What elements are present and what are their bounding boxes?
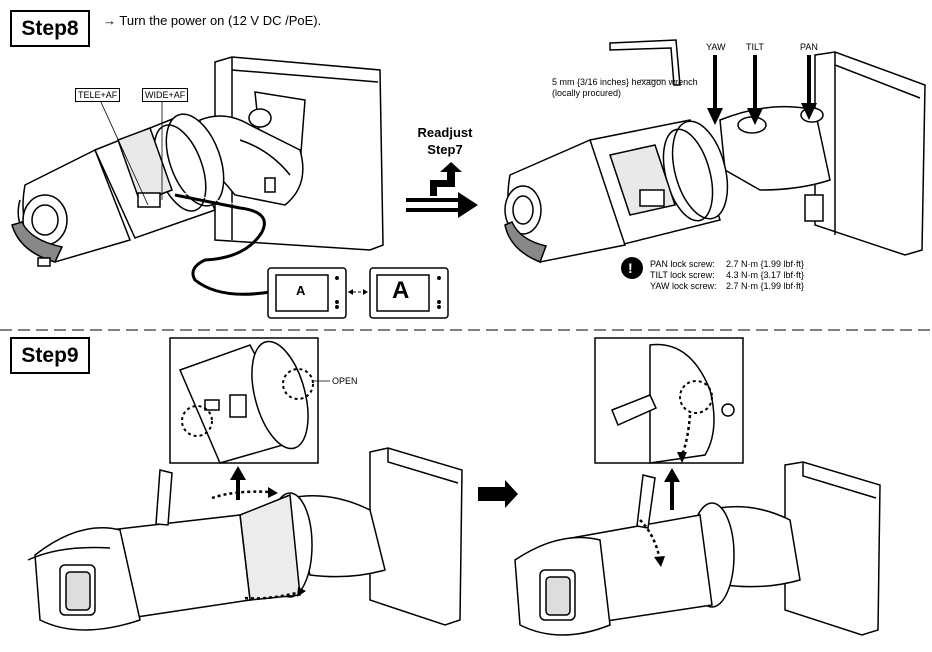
wide-af-label: WIDE+AF (142, 88, 189, 102)
tilt-label: TILT (746, 42, 764, 52)
torque-name: YAW lock screw: (650, 281, 717, 291)
yaw-label: YAW (706, 42, 726, 52)
left-camera-body (11, 113, 225, 267)
torque-list: PAN lock screw: 2.7 N·m {1.99 lbf·ft} TIL… (650, 259, 804, 292)
torque-value: 4.3 N·m {3.17 lbf·ft} (726, 270, 805, 280)
torque-row: PAN lock screw: 2.7 N·m {1.99 lbf·ft} (650, 259, 804, 270)
torque-name: PAN lock screw: (650, 259, 715, 269)
pan-label: PAN (800, 42, 818, 52)
monitor-small-letter: A (296, 283, 306, 298)
step8-label: Step8 (10, 10, 90, 47)
right-mount-box (814, 51, 926, 256)
up-arrow-left (230, 466, 246, 500)
step8-instruction: → Turn the power on (12 V DC /PoE). (103, 13, 322, 28)
wrench-note-line1: 5 mm {3/16 inches} hexagon wrench (552, 77, 698, 87)
torque-value: 2.7 N·m {1.99 lbf·ft} (726, 281, 805, 291)
torque-row: YAW lock screw: 2.7 N·m {1.99 lbf·ft} (650, 281, 804, 292)
torque-row: TILT lock screw: 4.3 N·m {3.17 lbf·ft} (650, 270, 804, 281)
open-label: OPEN (332, 376, 358, 386)
step9-label: Step9 (10, 337, 90, 374)
wrench-note: 5 mm {3/16 inches} hexagon wrench (local… (552, 77, 698, 99)
lock-arrows (707, 55, 817, 125)
highlight-circle (679, 380, 713, 414)
rotation-path (244, 590, 301, 600)
right-camera-step9 (514, 461, 881, 636)
right-camera-body (504, 119, 729, 263)
caution-icon (621, 257, 643, 279)
monitor-small (267, 267, 347, 319)
monitor-large-letter: A (392, 277, 410, 304)
readjust-line1: Readjust (417, 125, 473, 140)
caution-symbol: ! (628, 260, 633, 276)
rotation-path (211, 490, 271, 500)
readjust-arrow (406, 162, 478, 218)
tele-af-label: TELE+AF (75, 88, 121, 102)
monitor-large (369, 267, 449, 319)
readjust-line2: Step7 (427, 142, 463, 157)
highlight-circle (282, 368, 314, 400)
inset-right (594, 337, 744, 464)
torque-name: TILT lock screw: (650, 270, 715, 280)
inset-left (169, 337, 319, 464)
highlight-circle (181, 405, 213, 437)
wrench-note-line2: (locally procured) (552, 88, 622, 98)
left-cable (174, 193, 271, 296)
up-arrow-right (664, 468, 680, 510)
arrow-right-icon (478, 480, 518, 508)
step8-label-text: Step8 (21, 17, 79, 40)
hex-wrench (609, 39, 681, 86)
left-camera-step9 (27, 447, 463, 631)
step9-label-text: Step9 (21, 344, 79, 367)
readjust-text: Readjust Step7 (410, 124, 480, 158)
torque-value: 2.7 N·m {1.99 lbf·ft} (726, 259, 805, 269)
